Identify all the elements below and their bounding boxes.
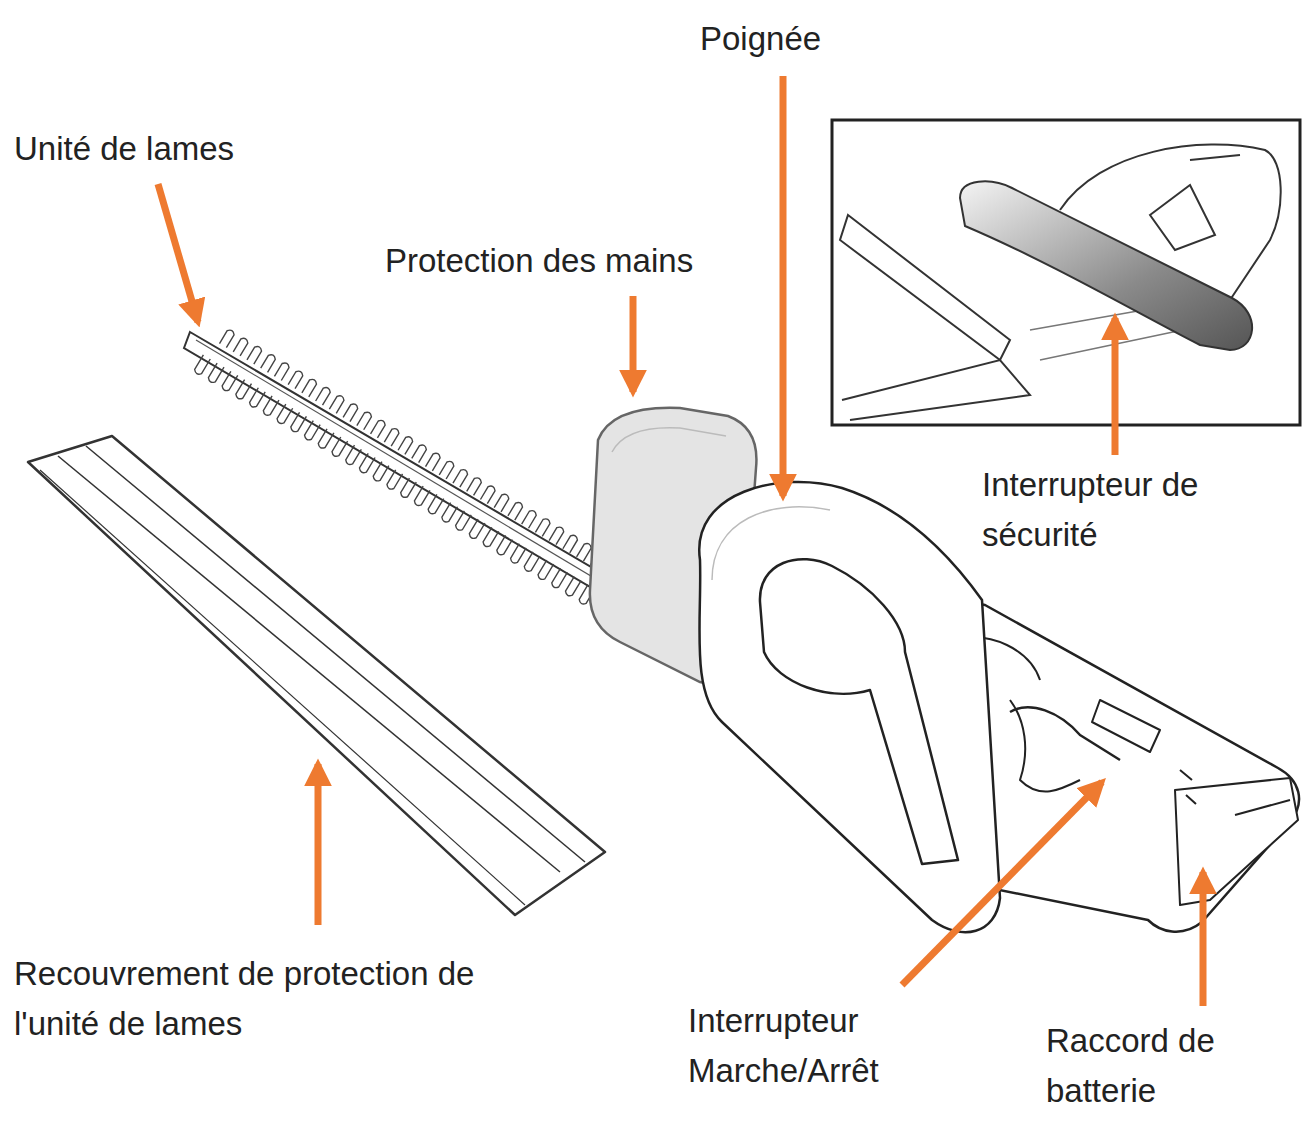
- part-label: Protection des mains: [385, 236, 785, 286]
- blade-tooth: [483, 527, 499, 546]
- blade-tooth: [195, 355, 211, 374]
- blade-tooth: [552, 568, 568, 587]
- part-label: Interrupteur de sécurité: [982, 460, 1282, 560]
- blade-tooth: [563, 535, 578, 553]
- blade-tooth: [274, 363, 289, 381]
- blade-tooth: [332, 437, 348, 456]
- blade-tooth: [373, 462, 389, 481]
- blade-tooth: [277, 404, 293, 423]
- blade-tooth: [222, 371, 238, 390]
- blade-tooth: [549, 527, 564, 545]
- blade-tooth: [426, 453, 441, 471]
- blade-tooth: [398, 437, 413, 455]
- blade-tooth: [220, 330, 235, 348]
- blade-tooth: [261, 355, 276, 373]
- blade-tooth: [288, 371, 303, 389]
- blade-tooth: [577, 544, 592, 562]
- blade-tooth: [566, 577, 582, 596]
- blade-tooth: [359, 453, 375, 472]
- blade-tooth: [456, 511, 472, 530]
- blade-tooth: [302, 379, 317, 397]
- blade-tooth: [233, 338, 248, 356]
- blade-tooth: [453, 470, 468, 488]
- blade-tooth: [305, 421, 321, 440]
- blade-tooth: [247, 347, 262, 365]
- blade-tooth: [318, 429, 334, 448]
- part-label: Poignée: [700, 14, 900, 64]
- blade-tooth: [497, 535, 513, 554]
- blade-tooth: [412, 445, 427, 463]
- blade-tooth: [291, 412, 307, 431]
- blade-tooth: [384, 429, 399, 447]
- blade-tooth: [439, 461, 454, 479]
- blade-tooth: [346, 445, 362, 464]
- blade-tooth: [538, 560, 554, 579]
- safety-switch-inset: [832, 120, 1300, 425]
- blade-tooth: [343, 404, 358, 422]
- blade-tooth: [387, 470, 403, 489]
- blade-tooth: [250, 388, 266, 407]
- blade-tooth: [401, 478, 417, 497]
- blade-tooth: [371, 420, 386, 438]
- blade-tooth: [494, 494, 509, 512]
- part-label: Recouvrement de protection de l'unité de…: [14, 949, 554, 1049]
- part-label: Raccord de batterie: [1046, 1016, 1276, 1116]
- blade-tooth: [469, 519, 485, 538]
- safety-switch: [960, 181, 1252, 350]
- blade-tooth: [480, 486, 495, 504]
- blade-tooth: [428, 494, 444, 513]
- blade-tooth: [414, 486, 430, 505]
- blade-tooth: [208, 363, 224, 382]
- blade-tooth: [522, 511, 537, 529]
- blade-tooth: [263, 396, 279, 415]
- blade-tooth: [535, 519, 550, 537]
- hand-guard-detail: [612, 428, 726, 452]
- blade-tooth: [524, 552, 540, 571]
- part-label: Interrupteur Marche/Arrêt: [688, 996, 938, 1096]
- part-label: Unité de lames: [14, 124, 334, 174]
- blade-tooth: [508, 502, 523, 520]
- blade-tooth: [329, 396, 344, 414]
- blade-tooth: [316, 388, 331, 406]
- blade-tooth: [511, 544, 527, 563]
- handle-loop: [699, 482, 1000, 932]
- blade-tooth: [357, 412, 372, 430]
- blade-tooth: [236, 380, 252, 399]
- blade-tooth: [467, 478, 482, 496]
- blade-tooth: [442, 503, 458, 522]
